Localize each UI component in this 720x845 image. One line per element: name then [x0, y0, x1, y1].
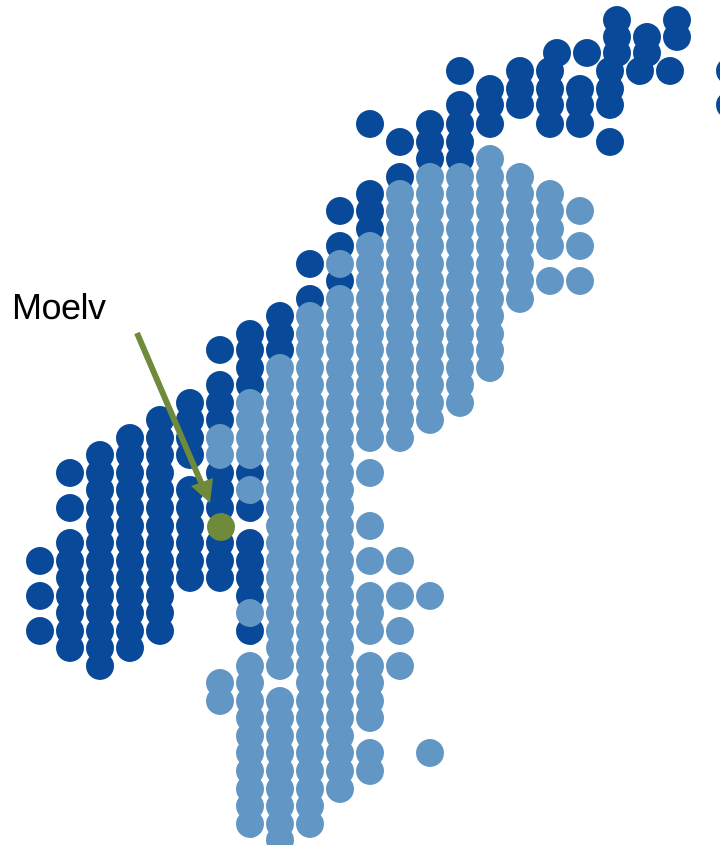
- sweden-dot: [356, 459, 384, 487]
- norway-dot: [146, 617, 174, 645]
- norway-dot: [56, 459, 84, 487]
- norway-dot: [326, 197, 354, 225]
- sweden-dot: [356, 617, 384, 645]
- sweden-dot: [236, 810, 264, 838]
- marker-label: Moelv: [12, 286, 106, 327]
- sweden-dot: [326, 775, 354, 803]
- norway-dot: [716, 61, 720, 81]
- norway-dot: [573, 39, 601, 67]
- sweden-dot: [566, 197, 594, 225]
- sweden-dot: [536, 267, 564, 295]
- norway-dot: [26, 582, 54, 610]
- norway-dot: [596, 91, 624, 119]
- norway-dot: [476, 110, 504, 138]
- norway-dot: [656, 57, 684, 85]
- norway-dot: [596, 128, 624, 156]
- norway-dots: [26, 6, 720, 680]
- sweden-dot: [566, 267, 594, 295]
- norway-dot: [296, 250, 324, 278]
- norway-dot: [386, 128, 414, 156]
- sweden-dot: [206, 687, 234, 715]
- norway-dot: [446, 57, 474, 85]
- norway-dot: [206, 336, 234, 364]
- sweden-dots: [206, 145, 594, 845]
- sweden-dot: [266, 826, 294, 845]
- sweden-dot: [236, 599, 264, 627]
- sweden-dot: [566, 232, 594, 260]
- moelv-dot[interactable]: [207, 513, 235, 541]
- norway-dot: [663, 23, 691, 51]
- sweden-dot: [356, 512, 384, 540]
- sweden-dot: [416, 406, 444, 434]
- sweden-dot: [536, 232, 564, 260]
- norway-dot: [116, 634, 144, 662]
- sweden-dot: [326, 250, 354, 278]
- norway-dot: [56, 634, 84, 662]
- sweden-dot: [266, 652, 294, 680]
- norway-dot: [566, 110, 594, 138]
- sweden-dot: [386, 652, 414, 680]
- norway-dot: [626, 57, 654, 85]
- sweden-dot: [206, 441, 234, 469]
- sweden-dot: [356, 547, 384, 575]
- sweden-dot: [416, 582, 444, 610]
- norway-dot: [26, 547, 54, 575]
- sweden-dot: [386, 617, 414, 645]
- norway-dot: [536, 110, 564, 138]
- norway-dot: [86, 652, 114, 680]
- norway-dot: [506, 91, 534, 119]
- sweden-dot: [356, 757, 384, 785]
- sweden-dot: [356, 424, 384, 452]
- sweden-dot: [476, 354, 504, 382]
- sweden-dot: [236, 476, 264, 504]
- sweden-dot: [356, 704, 384, 732]
- norway-dot: [56, 494, 84, 522]
- norway-dot: [716, 95, 720, 115]
- sweden-dot: [506, 285, 534, 313]
- location-marker[interactable]: [134, 331, 235, 541]
- sweden-dot: [386, 547, 414, 575]
- norway-dot: [356, 110, 384, 138]
- sweden-dot: [446, 389, 474, 417]
- pointer-arrow-icon: [134, 331, 206, 489]
- norway-dot: [206, 564, 234, 592]
- arrow-head-icon: [191, 478, 213, 503]
- norway-dot: [26, 617, 54, 645]
- sweden-dot: [296, 810, 324, 838]
- sweden-dot: [236, 441, 264, 469]
- sweden-dot: [386, 582, 414, 610]
- sweden-dot: [416, 739, 444, 767]
- norway-dot: [176, 564, 204, 592]
- sweden-dot: [386, 424, 414, 452]
